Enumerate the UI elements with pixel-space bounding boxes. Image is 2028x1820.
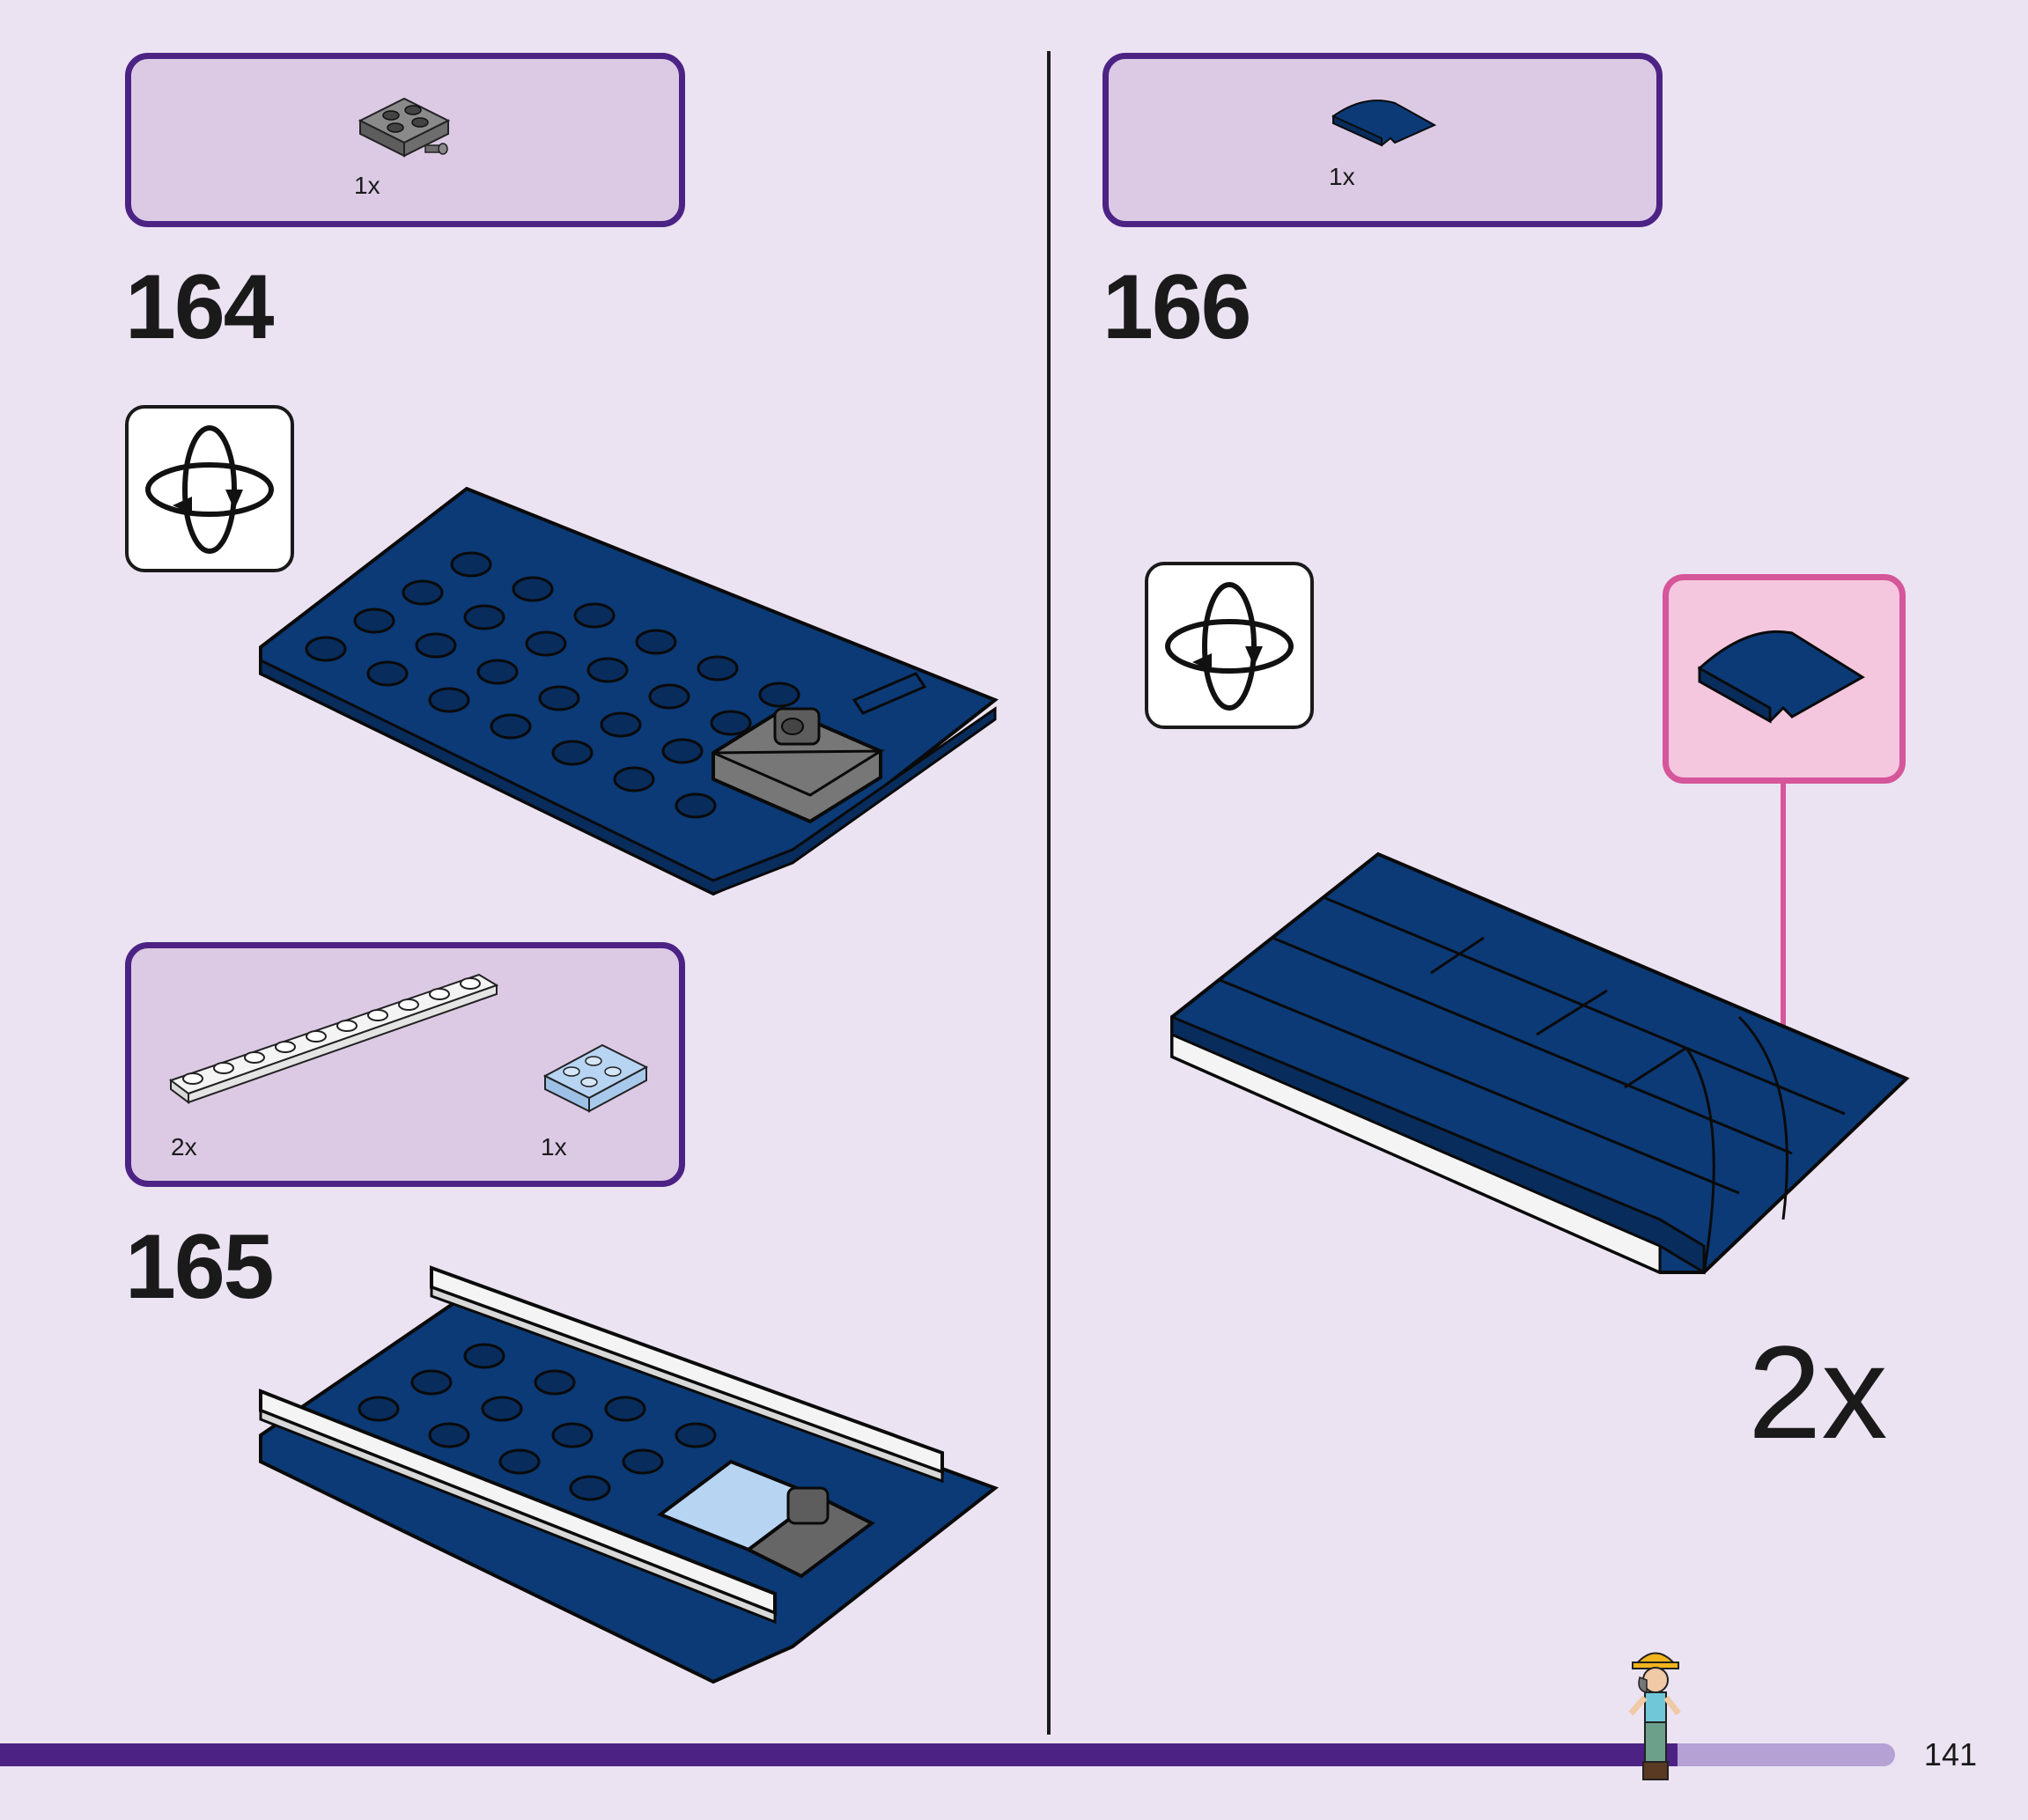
step-165-parts-box: 2x 1x <box>125 942 685 1187</box>
step-number: 166 <box>1102 256 1252 358</box>
rotate-model-box <box>1145 562 1314 729</box>
part-qty: 1x <box>1329 163 1355 190</box>
part-placement-callout <box>1663 574 1906 784</box>
step-166-assembly-illustration <box>1170 851 1910 1275</box>
part-qty: 1x <box>541 1133 567 1161</box>
step-164-assembly-illustration <box>259 486 999 896</box>
progress-bar-fill <box>0 1743 1678 1766</box>
rotate-model-box <box>125 405 294 572</box>
rotate-icon <box>1165 582 1294 711</box>
construction-worker-figure-icon <box>1628 1652 1681 1780</box>
step-number: 165 <box>125 1216 275 1318</box>
column-divider <box>1047 51 1051 1735</box>
step-166-parts-box: 1x <box>1102 53 1663 227</box>
step-165-assembly-illustration <box>259 1265 999 1684</box>
gray-plate-with-pin-icon <box>358 97 451 158</box>
dark-blue-curved-slope-icon <box>1697 630 1865 724</box>
rotate-icon <box>145 425 274 554</box>
repeat-multiplier: 2x <box>1748 1318 1888 1466</box>
page-number: 141 <box>1923 1736 1977 1772</box>
light-blue-inverted-slope-icon <box>542 1043 649 1113</box>
step-number: 164 <box>125 256 275 358</box>
white-plate-1x10-icon <box>168 973 499 1104</box>
part-qty: 2x <box>171 1133 197 1161</box>
step-164-parts-box: 1x <box>125 53 685 227</box>
dark-blue-curved-slope-icon <box>1331 99 1437 147</box>
part-qty: 1x <box>354 172 380 199</box>
